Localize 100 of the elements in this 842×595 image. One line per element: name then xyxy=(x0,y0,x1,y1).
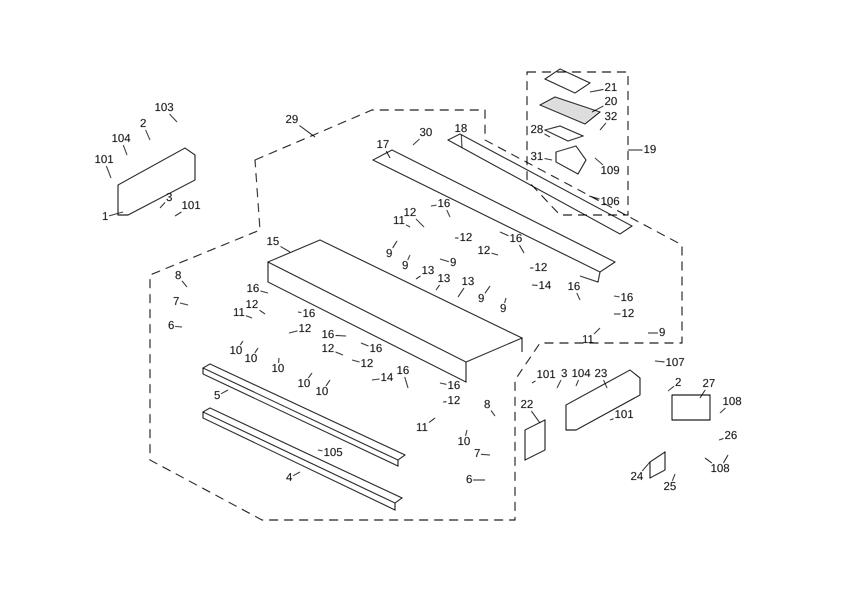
callout-number: 12 xyxy=(298,323,312,335)
leader-line xyxy=(352,360,360,362)
callout-number: 101 xyxy=(94,154,115,166)
leader-line xyxy=(108,212,124,216)
leader-line xyxy=(668,386,674,392)
callout-number: 16 xyxy=(508,233,524,245)
leader-line xyxy=(590,89,604,92)
leader-line xyxy=(436,284,440,290)
leader-line xyxy=(260,290,268,294)
callout-number: 12 xyxy=(320,343,336,355)
leader-line xyxy=(278,358,280,364)
callout-number: 11 xyxy=(415,422,429,434)
callout-number: 5 xyxy=(213,390,222,402)
leader-line xyxy=(530,410,540,424)
leader-line xyxy=(254,348,258,354)
leader-line xyxy=(182,280,188,288)
callout-number: 13 xyxy=(420,265,436,277)
leader-line xyxy=(718,438,724,440)
callout-number: 106 xyxy=(600,196,621,208)
callout-number: 26 xyxy=(724,430,738,442)
leader-line xyxy=(576,292,580,300)
callout-number: 101 xyxy=(614,409,635,421)
leader-line xyxy=(174,212,182,216)
leader-line xyxy=(576,380,579,386)
leader-line xyxy=(246,315,252,318)
callout-number: 101 xyxy=(180,200,202,212)
callout-number: 24 xyxy=(630,471,644,483)
leader-line xyxy=(532,284,538,286)
leader-line xyxy=(700,390,706,398)
callout-number: 25 xyxy=(662,481,678,493)
callout-number: 16 xyxy=(396,365,410,377)
callout-number: 10 xyxy=(244,353,258,365)
callout-number: 16 xyxy=(566,281,582,293)
leader-line xyxy=(600,122,606,130)
callout-number: 16 xyxy=(246,283,260,295)
callout-number: 109 xyxy=(600,165,621,177)
callout-number: 16 xyxy=(320,329,336,341)
leader-line xyxy=(672,474,676,482)
leader-line xyxy=(404,376,408,388)
callout-number: 9 xyxy=(658,327,666,339)
callout-number: 9 xyxy=(477,293,486,305)
callout-number: 108 xyxy=(710,463,731,475)
leader-line xyxy=(500,232,509,236)
callout-number: 107 xyxy=(664,357,686,369)
leader-line xyxy=(720,408,726,414)
callout-number: 108 xyxy=(722,396,743,408)
leader-line xyxy=(614,296,620,298)
leader-line xyxy=(440,258,450,262)
leader-line xyxy=(592,106,604,112)
leader-line xyxy=(288,330,298,334)
leader-line xyxy=(648,332,658,334)
callout-number: 16 xyxy=(436,198,452,210)
leader-line xyxy=(326,380,330,386)
leader-line xyxy=(544,158,552,160)
leader-line xyxy=(504,298,506,304)
leader-line xyxy=(442,401,447,402)
leader-line xyxy=(335,352,344,356)
leader-line xyxy=(603,380,608,388)
callout-number: 30 xyxy=(418,127,434,139)
callout-number: 7 xyxy=(473,448,482,460)
leader-line xyxy=(180,302,188,306)
leader-line xyxy=(654,360,665,362)
callout-number: 10 xyxy=(456,436,472,448)
leader-line xyxy=(299,125,316,138)
leader-line xyxy=(723,454,728,464)
callout-number: 8 xyxy=(174,270,182,282)
leader-line xyxy=(594,158,604,166)
leader-line xyxy=(491,252,498,256)
callout-number: 21 xyxy=(604,82,618,94)
leader-line xyxy=(122,144,128,156)
callout-number: 31 xyxy=(530,151,544,163)
callout-number: 10 xyxy=(228,345,244,357)
leader-line xyxy=(298,312,302,314)
callout-number: 12 xyxy=(360,358,374,370)
leader-line xyxy=(480,454,490,456)
leader-line xyxy=(428,418,436,424)
callout-number: 6 xyxy=(465,474,474,486)
callout-number: 3 xyxy=(560,368,568,380)
callout-number: 15 xyxy=(266,236,280,248)
callout-number: 23 xyxy=(594,368,608,380)
leader-line xyxy=(292,472,300,476)
leader-line xyxy=(416,218,424,228)
callout-number: 32 xyxy=(604,111,618,123)
callout-number: 9 xyxy=(385,248,394,260)
callout-number: 14 xyxy=(380,372,394,384)
callout-number: 28 xyxy=(530,124,544,136)
leader-line xyxy=(335,335,346,336)
callout-number: 12 xyxy=(620,308,636,320)
leader-line xyxy=(532,380,536,384)
callout-number: 27 xyxy=(702,378,716,390)
leader-line xyxy=(430,204,437,206)
callout-number: 2 xyxy=(139,118,148,130)
leader-line xyxy=(406,224,410,228)
callout-number: 105 xyxy=(322,447,344,459)
leader-line xyxy=(440,382,447,385)
callout-number: 20 xyxy=(604,96,618,108)
callout-number: 7 xyxy=(172,296,180,308)
leader-line xyxy=(556,380,562,388)
callout-number: 103 xyxy=(154,102,175,114)
callout-number: 13 xyxy=(460,276,476,288)
